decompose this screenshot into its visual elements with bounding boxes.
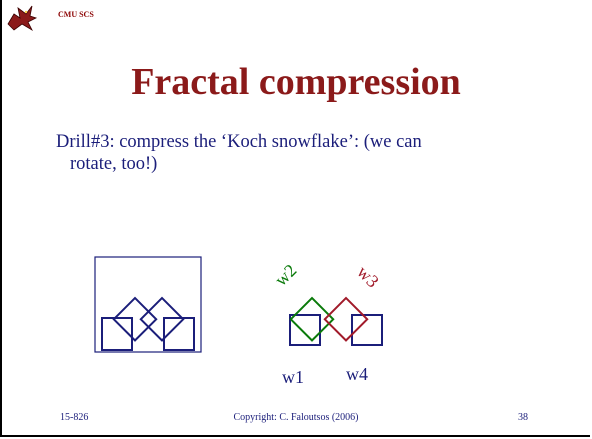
bounding-rectangle [94, 256, 202, 353]
body-line-1: Drill#3: compress the ‘Koch snowflake’: … [56, 132, 422, 152]
square-rotated-right [139, 296, 185, 342]
org-label: CMU SCS [58, 10, 94, 19]
square-w2 [289, 296, 335, 342]
body-line-2: rotate, too!) [70, 154, 158, 174]
footer-page-number: 38 [518, 412, 528, 423]
square-w4 [351, 314, 383, 346]
footer-copyright: Copyright: C. Faloutsos (2006) [233, 412, 359, 423]
slide-title: Fractal compression [131, 61, 461, 103]
label-w1: w1 [282, 367, 304, 387]
body-text: Drill#3: compress the ‘Koch snowflake’: … [56, 131, 526, 175]
koch-diagram: w2 w3 w1 w4 [94, 256, 383, 387]
label-w3: w3 [353, 262, 383, 292]
footer-course: 15-826 [60, 412, 89, 423]
dragon-logo-icon [7, 5, 38, 32]
square-rotated-left [112, 296, 158, 342]
square-right [163, 317, 195, 351]
label-w2: w2 [271, 260, 301, 290]
label-w4: w4 [346, 364, 368, 384]
square-w1 [289, 314, 321, 346]
square-w3 [323, 296, 369, 342]
square-left [101, 317, 133, 351]
